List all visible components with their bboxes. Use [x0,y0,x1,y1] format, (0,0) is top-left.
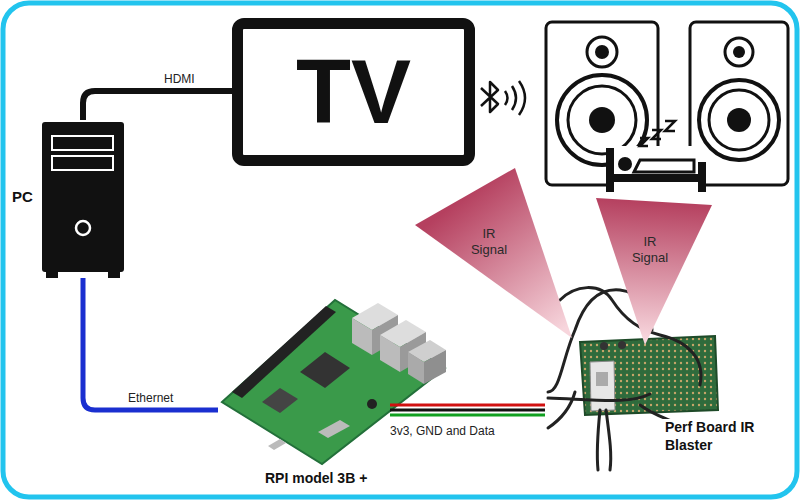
pc-tower-icon [42,122,124,278]
speaker-icon-part [587,37,617,67]
raspberry-pi: RPI model 3B + [218,288,390,488]
pc-tower-icon-part [52,156,113,170]
raspberry-pi-board-part [222,300,445,464]
sleeping-bed-icon-part [634,160,694,172]
cable-connector [83,91,232,120]
ir-signal-beam: IR Signal [596,198,712,345]
perf-board: Perf Board IR Blaster [545,285,795,470]
sleeping-bed-icon-part [606,174,706,182]
speaker-icon-part [589,107,615,133]
perf-board-ir-blaster-part-part [606,410,611,470]
raspberry-pi-board-part [424,350,446,384]
raspberry-pi-board-part [352,318,372,355]
sleeping-bed-icon-part [640,121,675,146]
node-label: RPI model 3B + [265,470,367,488]
raspberry-pi-board-part [367,399,377,409]
ir-signal-beam: IR Signal [415,168,572,338]
node-label: TV [243,29,464,155]
sleeping-bed-icon-part [618,157,632,171]
node-label: IR Signal [626,234,674,267]
sleeping-bed-icon-part [606,146,706,192]
edge-label: HDMI [162,72,197,86]
cable-connector [83,278,218,410]
pc-tower-icon-part [108,272,120,278]
node-label: PC [12,188,33,207]
edge-label: 3v3, GND and Data [388,424,497,438]
ir-beam-triangle [415,168,572,338]
ir-beam-triangle [596,198,712,345]
raspberry-pi-board-part [318,420,350,438]
speaker-icon-part [699,80,779,160]
perf-board-ir-blaster-part [596,372,608,386]
cable-strand [83,278,218,410]
cable-connector [390,405,545,415]
speaker-icon-part [568,86,636,154]
raspberry-pi-board-part [380,335,400,372]
perf-board-ir-blaster-part [580,336,718,415]
speaker-icon-part [709,90,769,150]
perf-board-ir-blaster-part [590,361,615,411]
bluetooth-symbol-part [519,81,525,115]
sleeping-bed-icon-part-part [652,130,661,139]
cable-strand [390,409,545,412]
raspberry-pi-board [222,300,446,464]
bluetooth-symbol-part [481,82,498,112]
sleeping-bed-icon-part [606,148,614,192]
sleeping-bed-icon-part-part [665,121,675,131]
perf-board-ir-blaster-part-part [597,410,600,470]
bluetooth-symbol-part [505,91,508,105]
raspberry-pi-board-part [408,352,424,384]
bluetooth-symbol [481,81,525,115]
perf-board-ir-blaster-part-part [548,392,575,428]
pc-tower-icon-part [52,136,113,150]
cable-strand [390,404,545,407]
speaker-icon-part [727,108,751,132]
sleeping-bed-icon-part-part [640,138,648,146]
perf-board-ir-blaster-part-part [548,394,650,401]
bluetooth-symbol-part [512,86,516,110]
edge-label: Ethernet [126,391,175,405]
perf-board-ir-blaster-part [600,342,608,350]
speaker-icon-part [725,38,753,66]
raspberry-pi-board-part [300,352,350,388]
speaker-icon-part [595,45,609,59]
raspberry-pi-board-part [262,388,298,413]
tv-screen: TV [232,18,475,166]
frame-border-part [3,3,797,497]
perf-board-ir-blaster-part [618,341,626,349]
sleeping-bed-icon [606,121,706,192]
node-label: Perf Board IR Blaster [663,419,759,454]
pc-tower-icon-part [46,272,58,278]
cable-strand [83,91,232,120]
speaker-icon-part [733,46,745,58]
node-label: IR Signal [465,226,513,259]
pc-tower: PC [40,120,126,278]
perf-board-ir-blaster-part-part [560,288,701,385]
cable-strand [390,414,545,417]
frame-border [3,3,797,497]
pc-tower-icon-part [42,122,124,272]
raspberry-pi-board-part [268,439,286,450]
pc-tower-icon-part [76,221,90,235]
ir-beam-shape [596,198,712,345]
